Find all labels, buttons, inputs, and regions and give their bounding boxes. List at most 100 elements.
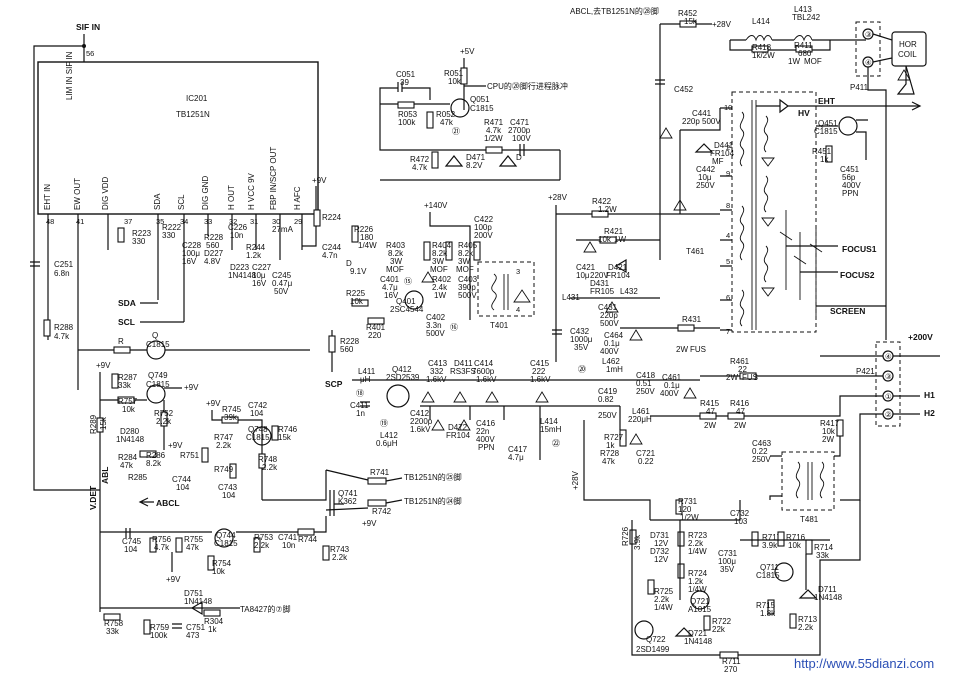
svg-text:R756: R756 — [152, 535, 172, 544]
svg-text:R751: R751 — [180, 451, 200, 460]
c431: C431 220p 500V — [598, 303, 619, 328]
svg-text:4.7μ: 4.7μ — [508, 453, 524, 462]
svg-text:R746: R746 — [278, 425, 298, 434]
svg-text:2.2k: 2.2k — [262, 463, 278, 472]
svg-text:L412: L412 — [380, 431, 398, 440]
svg-text:C442: C442 — [696, 165, 716, 174]
svg-text:C413: C413 — [428, 359, 448, 368]
svg-text:1.6kV: 1.6kV — [476, 375, 497, 384]
pin-name-30: FBP IN/SCP OUT — [269, 147, 278, 210]
svg-text:500V: 500V — [600, 319, 619, 328]
r415: R415 47 2W — [699, 399, 720, 430]
l461: L461 220μH — [628, 407, 652, 424]
svg-text:D421: D421 — [608, 263, 628, 272]
svg-text:R714: R714 — [814, 543, 834, 552]
svg-text:3: 3 — [516, 267, 520, 276]
svg-text:2.2k: 2.2k — [254, 541, 270, 550]
net-vdet: V.DET — [88, 485, 98, 510]
svg-text:3W: 3W — [390, 257, 402, 266]
ic-part: TB1251N — [176, 110, 210, 119]
hor-coil: HOR COIL — [891, 31, 927, 67]
svg-text:473: 473 — [186, 631, 200, 640]
pin-num-37: 37 — [124, 217, 132, 226]
svg-text:R421: R421 — [604, 227, 624, 236]
svg-text:C1815: C1815 — [214, 539, 238, 548]
c418: C418 0.51 250V — [636, 371, 656, 396]
q451: Q451 C1815 — [814, 116, 858, 136]
svg-text:3W: 3W — [432, 257, 444, 266]
r759: R759 100k — [143, 619, 170, 640]
svg-text:2.4k: 2.4k — [432, 283, 448, 292]
r411: R411 680 1W MOF — [788, 41, 822, 66]
svg-text:35V: 35V — [720, 565, 735, 574]
l412: L412 0.6μH — [376, 431, 398, 448]
svg-text:1mH: 1mH — [606, 365, 623, 374]
svg-text:100p: 100p — [474, 223, 492, 232]
svg-text:FR104: FR104 — [710, 149, 735, 158]
svg-text:R723: R723 — [688, 531, 708, 540]
note-abcl-top: ABCL,去TB1251N的㉘脚 — [570, 6, 659, 16]
pin-name-35: SDA — [153, 193, 162, 210]
r755: R755 47k — [175, 535, 204, 553]
q051: Q051 C1815 — [450, 95, 494, 118]
svg-text:FUS: FUS — [742, 373, 758, 382]
d441: D441 FR104 MF — [694, 141, 735, 166]
svg-text:500V: 500V — [702, 117, 721, 126]
c742: C742 104 — [248, 401, 268, 418]
svg-text:R726: R726 — [621, 526, 630, 546]
svg-text:R226: R226 — [354, 225, 374, 234]
svg-text:C431: C431 — [598, 303, 618, 312]
pin-name-34: SCL — [177, 194, 186, 210]
q749: Q749 C1815 — [146, 371, 170, 404]
svg-text:C416: C416 — [476, 419, 496, 428]
q748: Q748 C1815 — [246, 425, 272, 446]
net-abl: ABL — [100, 467, 110, 484]
svg-text:100k: 100k — [398, 118, 416, 127]
svg-text:C417: C417 — [508, 445, 528, 454]
svg-text:C414: C414 — [474, 359, 494, 368]
svg-text:680: 680 — [798, 49, 812, 58]
svg-text:10μ: 10μ — [252, 271, 266, 280]
svg-text:47: 47 — [706, 407, 715, 416]
svg-text:0.1μ: 0.1μ — [604, 339, 620, 348]
svg-text:12V: 12V — [654, 555, 669, 564]
d472: D472 FR104 — [446, 423, 471, 440]
r731: R731 120 1/2W — [675, 497, 699, 522]
svg-text:②: ② — [885, 410, 892, 419]
svg-text:8.2V: 8.2V — [466, 161, 483, 170]
r228b: R228 560 — [328, 335, 360, 354]
svg-text:R051: R051 — [444, 69, 464, 78]
svg-text:2SD1499: 2SD1499 — [636, 645, 670, 654]
pin-num-35: 35 — [156, 217, 164, 226]
svg-text:1/4W: 1/4W — [688, 547, 707, 556]
net-plus9v-f: +9V — [166, 575, 181, 584]
svg-text:TBL242: TBL242 — [792, 13, 821, 22]
svg-text:2: 2 — [726, 143, 730, 152]
svg-text:1/4W: 1/4W — [358, 241, 377, 250]
svg-text:MOF: MOF — [386, 265, 404, 274]
svg-text:C463: C463 — [752, 439, 772, 448]
svg-text:R727: R727 — [604, 433, 624, 442]
svg-text:103: 103 — [734, 517, 748, 526]
note-cpu: CPU的⑳脚行进程脉冲 — [487, 81, 568, 91]
c417: C417 4.7μ — [508, 445, 528, 462]
note-tb25: TB1251N的㉕脚 — [404, 472, 462, 482]
svg-text:10k: 10k — [122, 405, 136, 414]
svg-text:C412: C412 — [410, 409, 430, 418]
svg-text:D: D — [346, 259, 352, 268]
l414b: L414 15mH — [540, 417, 562, 434]
r756: R756 4.7k — [149, 535, 172, 553]
tp-19: ⑲ — [380, 419, 388, 428]
r744: R744 — [297, 528, 318, 544]
c461: C461 0.1μ 400V — [660, 373, 682, 398]
svg-text:1.2k: 1.2k — [688, 577, 704, 586]
svg-text:1k: 1k — [208, 625, 217, 634]
r724: R724 1.2k 1/4W — [677, 563, 708, 594]
r402: R402 2.4k 1W — [432, 275, 452, 300]
svg-text:33k: 33k — [816, 551, 830, 560]
svg-text:1.2W: 1.2W — [598, 205, 617, 214]
svg-text:0.6μH: 0.6μH — [376, 439, 398, 448]
svg-text:2W: 2W — [734, 421, 746, 430]
net-plus140v: +140V — [424, 201, 448, 210]
